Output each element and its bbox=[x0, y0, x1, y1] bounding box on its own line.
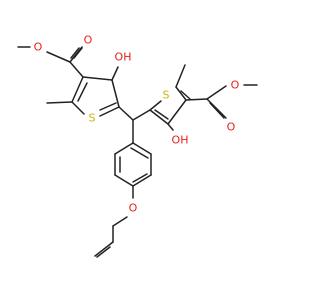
bond bbox=[96, 246, 111, 258]
bond bbox=[99, 102, 117, 111]
bond bbox=[99, 106, 120, 117]
bond bbox=[82, 76, 113, 81]
molecule-structure-diagram: O O OH S S OH O O O bbox=[0, 0, 300, 300]
bond bbox=[132, 142, 152, 155]
bond bbox=[132, 173, 148, 183]
bond bbox=[154, 109, 169, 120]
atom-label-s-right: S bbox=[163, 89, 170, 102]
bond bbox=[185, 98, 208, 101]
bond bbox=[149, 100, 162, 111]
bond bbox=[69, 61, 84, 78]
atom-label-oh-left: OH bbox=[115, 51, 132, 64]
atom-label-o-ester-left: O bbox=[34, 41, 43, 54]
atom-label-o-carbonyl-right: O bbox=[227, 121, 236, 134]
bond bbox=[132, 109, 151, 121]
bond bbox=[114, 142, 134, 155]
bond bbox=[77, 82, 88, 102]
bond bbox=[209, 102, 225, 119]
bond bbox=[206, 98, 227, 119]
atom-label-s-left: S bbox=[89, 112, 96, 125]
bond bbox=[175, 86, 187, 101]
bond bbox=[167, 123, 174, 131]
bond bbox=[111, 79, 120, 108]
bond bbox=[206, 85, 227, 100]
bond bbox=[118, 106, 134, 121]
bond bbox=[71, 76, 84, 103]
bond bbox=[112, 216, 128, 227]
atom-label-o-ether: O bbox=[129, 202, 138, 215]
bond bbox=[180, 90, 191, 100]
bond bbox=[175, 64, 186, 88]
atom-label-o-ester-right: O bbox=[231, 79, 240, 92]
atom-labels: O O OH S S OH O O O bbox=[34, 34, 240, 215]
bond bbox=[149, 109, 169, 125]
canvas-background bbox=[0, 0, 300, 300]
bond bbox=[114, 174, 134, 187]
bond bbox=[130, 147, 149, 159]
bond bbox=[94, 241, 114, 257]
bond bbox=[46, 101, 73, 104]
bond bbox=[132, 174, 152, 187]
bond bbox=[70, 47, 80, 59]
bond-lines bbox=[17, 46, 258, 258]
atom-label-o-carbonyl-left: O bbox=[84, 34, 93, 47]
atom-label-oh-right: OH bbox=[172, 134, 189, 147]
bond bbox=[71, 101, 85, 115]
bond bbox=[73, 47, 83, 59]
bond bbox=[167, 99, 187, 125]
bond bbox=[111, 66, 119, 81]
bond bbox=[46, 51, 71, 63]
